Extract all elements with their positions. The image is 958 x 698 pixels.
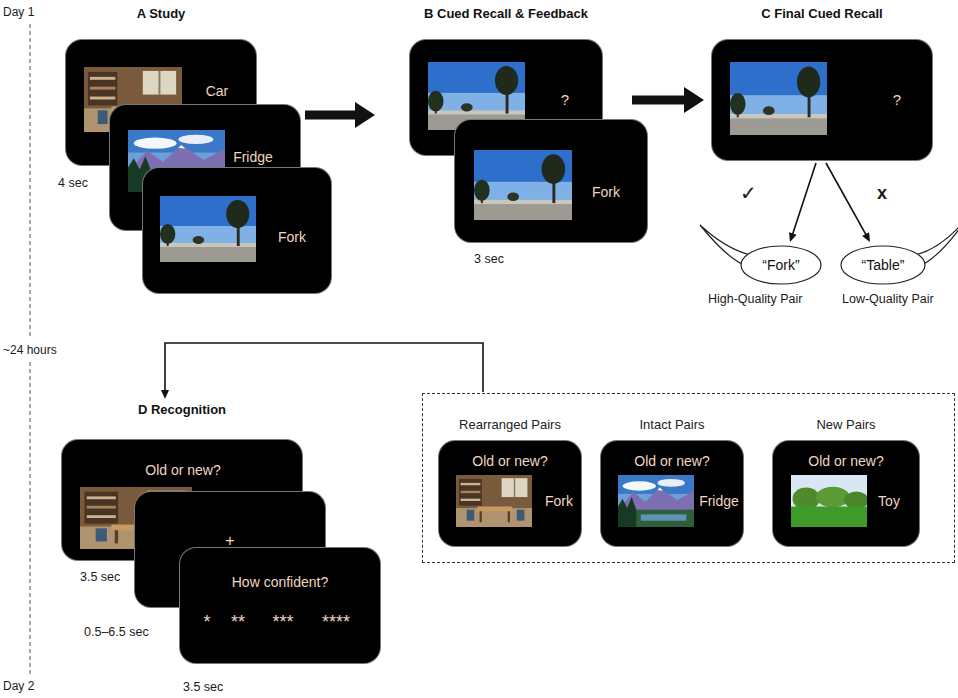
connector-line bbox=[165, 343, 483, 392]
photo bbox=[474, 150, 572, 220]
duration-label: 4 sec bbox=[58, 176, 88, 190]
screen-text: ? bbox=[561, 91, 569, 108]
screen: Old or new? Fridge bbox=[601, 441, 743, 546]
photo bbox=[730, 62, 827, 135]
screen-text: Toy bbox=[878, 493, 900, 509]
arrow-head bbox=[355, 102, 375, 128]
rating-stars: **** bbox=[322, 612, 350, 633]
photo bbox=[160, 196, 256, 262]
arrow-head bbox=[789, 232, 797, 242]
connector-line bbox=[792, 163, 816, 235]
panel-heading: Rearranged Pairs bbox=[459, 417, 561, 433]
screen-node: Intact PairsOld or new? Fridge bbox=[601, 417, 743, 546]
screen-text: Old or new? bbox=[472, 453, 547, 469]
screen: How confident?********** bbox=[180, 548, 380, 663]
connector-arrow bbox=[789, 163, 816, 242]
screen-text: Fork bbox=[545, 493, 573, 509]
block-arrow bbox=[305, 102, 375, 128]
arrow-head bbox=[161, 390, 169, 399]
panel-heading: A Study bbox=[137, 6, 186, 22]
dashed-group-box: Rearranged PairsOld or new? Fork Intact Pa… bbox=[422, 393, 955, 563]
screen-text: Old or new? bbox=[808, 453, 883, 469]
rating-stars: ** bbox=[231, 612, 245, 633]
screen-text: How confident? bbox=[232, 574, 329, 590]
panel-heading: C Final Cued Recall bbox=[761, 6, 882, 22]
bubble-ellipse bbox=[741, 246, 821, 284]
timeline-line bbox=[30, 24, 31, 338]
mark-symbol: x bbox=[877, 183, 887, 204]
screen-node: Fork bbox=[455, 120, 647, 242]
connector-line bbox=[826, 163, 866, 236]
scene-photo bbox=[456, 475, 532, 527]
text-label: Day 2 bbox=[3, 680, 34, 694]
arrow-head bbox=[862, 232, 870, 242]
screen-node: C Final Cued Recall? bbox=[712, 6, 932, 160]
screen-node: Fork bbox=[143, 168, 331, 293]
panel-heading: Intact Pairs bbox=[639, 417, 704, 433]
scene-photo bbox=[730, 62, 827, 135]
arrow-head bbox=[684, 87, 704, 113]
block-arrow bbox=[632, 87, 704, 113]
connector-line bbox=[305, 111, 359, 120]
screen-text: ? bbox=[893, 91, 901, 108]
connector-line bbox=[632, 96, 688, 105]
screen-text: Old or new? bbox=[145, 462, 220, 478]
screen-text: Fridge bbox=[233, 149, 273, 165]
scene-photo bbox=[474, 150, 572, 220]
bubble-inner: “Table” bbox=[840, 245, 926, 285]
scene-photo bbox=[618, 475, 694, 527]
scene-photo bbox=[791, 475, 867, 527]
rating-stars: * bbox=[203, 612, 210, 633]
screen-text: Fridge bbox=[699, 493, 739, 509]
photo bbox=[456, 475, 532, 527]
connector-arrow bbox=[161, 343, 483, 399]
text-label: Low-Quality Pair bbox=[842, 292, 934, 306]
photo bbox=[791, 475, 867, 527]
screen: ? bbox=[712, 40, 932, 160]
speech-bubble: “Fork” bbox=[740, 245, 822, 285]
screen-node: New PairsOld or new? Toy bbox=[773, 417, 919, 546]
bubble-text: “Table” bbox=[862, 257, 905, 273]
mark-symbol: ✓ bbox=[740, 182, 757, 205]
screen-text: Old or new? bbox=[634, 453, 709, 469]
screen-node: Rearranged PairsOld or new? Fork bbox=[439, 417, 581, 546]
bubble-ellipse bbox=[841, 246, 925, 284]
connector-arrow bbox=[826, 163, 870, 242]
duration-label: 0.5–6.5 sec bbox=[84, 625, 149, 639]
timeline-line bbox=[30, 362, 31, 676]
screen: Fork bbox=[143, 168, 331, 293]
screen: Old or new? Toy bbox=[773, 441, 919, 546]
screen-text: Fork bbox=[592, 184, 620, 200]
text-label: ~24 hours bbox=[3, 344, 57, 358]
panel-heading: B Cued Recall & Feedback bbox=[424, 6, 588, 22]
photo bbox=[618, 475, 694, 527]
text-label: Day 1 bbox=[3, 6, 34, 20]
screen-text: Car bbox=[206, 83, 229, 99]
panel-heading: D Recognition bbox=[138, 402, 226, 418]
duration-label: 3.5 sec bbox=[80, 570, 120, 584]
scene-photo bbox=[160, 196, 256, 262]
duration-label: 3 sec bbox=[474, 252, 504, 266]
screen-node: How confident?********** bbox=[180, 548, 380, 663]
speech-bubble: “Table” bbox=[840, 245, 926, 285]
screen: Fork bbox=[455, 120, 647, 242]
duration-label: 3.5 sec bbox=[183, 680, 223, 694]
bubble-inner: “Fork” bbox=[740, 245, 822, 285]
screen: Old or new? Fork bbox=[439, 441, 581, 546]
rating-stars: *** bbox=[272, 612, 293, 633]
panel-heading: New Pairs bbox=[816, 417, 875, 433]
screen-text: Fork bbox=[278, 229, 306, 245]
bubble-text: “Fork” bbox=[762, 257, 799, 273]
text-label: High-Quality Pair bbox=[708, 292, 802, 306]
